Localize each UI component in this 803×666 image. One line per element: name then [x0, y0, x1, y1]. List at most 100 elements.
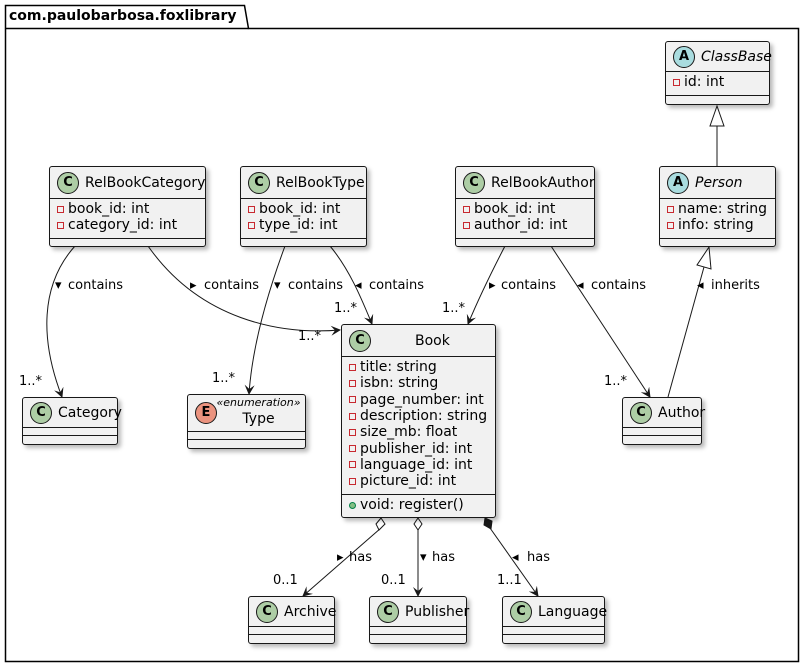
private-icon [463, 205, 470, 213]
private-icon [349, 412, 356, 420]
class-author[interactable]: C Author [622, 397, 706, 445]
class-language[interactable]: C Language [502, 596, 608, 644]
private-icon [248, 221, 255, 229]
field-row: size_mb: float [349, 424, 495, 440]
public-icon [349, 501, 356, 509]
field-row: info: string [667, 217, 775, 233]
edge-label-direction: ▸ [489, 278, 496, 293]
edge-book-language [489, 527, 539, 597]
edge-label: contains [501, 278, 557, 293]
edge-relbookcategory-category [46, 245, 76, 398]
aggregation-diamond-archive [375, 517, 386, 531]
class-name: ClassBase [701, 48, 772, 65]
class-icon: C [248, 171, 270, 194]
private-icon [57, 221, 64, 229]
package-name: com.paulobarbosa.foxlibrary [9, 8, 237, 24]
field-row: name: string [667, 201, 775, 217]
multiplicity-label: 0..1 [273, 573, 298, 588]
edge-relbookauthor-author [550, 245, 651, 398]
private-icon [667, 205, 674, 213]
class-classbase[interactable]: A ClassBase id: int [665, 41, 772, 105]
edge-label-direction: ◂ [577, 278, 584, 293]
package-frame [4, 4, 800, 663]
field-row: book_id: int [463, 201, 594, 217]
field-row: book_id: int [248, 201, 366, 217]
class-archive[interactable]: C Archive [248, 596, 337, 644]
edge-label-direction: ◂ [697, 278, 704, 293]
edge-label-direction: ▸ [337, 550, 344, 565]
class-name: RelBookAuthor [491, 174, 595, 191]
field-row: category_id: int [57, 217, 205, 233]
class-category[interactable]: C Category [22, 397, 122, 445]
field-row: isbn: string [349, 375, 495, 391]
composition-diamond-language [483, 517, 493, 530]
class-name: RelBookType [276, 174, 365, 191]
edge-label: contains [591, 278, 647, 293]
field-row: page_number: int [349, 392, 495, 408]
abstract-class-icon: A [667, 171, 689, 194]
private-icon [349, 445, 356, 453]
field-row: title: string [349, 359, 495, 375]
stereotype-label: «enumeration» [216, 396, 301, 409]
edge-relbooktype-type [244, 245, 286, 395]
enum-type[interactable]: E «enumeration» Type [187, 394, 306, 449]
class-name: Author [658, 404, 706, 421]
class-name: Language [538, 603, 608, 620]
generalization-triangle-person [696, 245, 712, 270]
private-icon [349, 428, 356, 436]
private-icon [673, 78, 680, 86]
private-icon [57, 205, 64, 213]
edge-label: contains [288, 278, 344, 293]
class-person[interactable]: A Person name: string info: string [659, 166, 776, 247]
generalization-triangle-classbase [709, 104, 725, 127]
class-book[interactable]: C Book title: string isbn: string page_n… [341, 324, 496, 518]
edge-relbookcategory-book [147, 245, 341, 336]
field-row: id: int [673, 74, 769, 90]
private-icon [667, 221, 674, 229]
edge-label: has [432, 550, 455, 565]
field-row: language_id: int [349, 457, 495, 473]
private-icon [349, 363, 356, 371]
class-publisher[interactable]: C Publisher [369, 596, 469, 644]
private-icon [463, 221, 470, 229]
class-icon: C [377, 600, 399, 623]
edge-relbookauthor-book [466, 245, 506, 325]
class-relbookauthor[interactable]: C RelBookAuthor book_id: int author_id: … [455, 166, 595, 247]
multiplicity-label: 1..* [298, 329, 322, 344]
field-row: author_id: int [463, 217, 594, 233]
edge-label-direction: ▾ [420, 550, 427, 565]
field-row: picture_id: int [349, 473, 495, 489]
edge-label: contains [68, 278, 124, 293]
private-icon [349, 379, 356, 387]
field-row: type_id: int [248, 217, 366, 233]
edge-label: has [349, 550, 372, 565]
edge-label-direction: ▾ [55, 278, 62, 293]
private-icon [349, 396, 356, 404]
edge-label: contains [204, 278, 260, 293]
class-icon: C [463, 171, 485, 194]
private-icon [349, 477, 356, 485]
aggregation-diamond-publisher [413, 517, 423, 531]
class-icon: C [510, 600, 532, 623]
private-icon [349, 461, 356, 469]
abstract-class-icon: A [673, 45, 695, 68]
edge-label: has [527, 550, 550, 565]
generalization-author-person [667, 266, 705, 398]
multiplicity-label: 1..1 [497, 573, 522, 588]
class-icon: C [57, 171, 79, 194]
class-name: Type [242, 411, 275, 427]
multiplicity-label: 0..1 [381, 573, 406, 588]
class-name: RelBookCategory [85, 174, 206, 191]
edge-label: inherits [711, 278, 760, 293]
class-name: Book [415, 332, 450, 349]
class-icon: C [30, 401, 52, 424]
multiplicity-label: 1..* [334, 301, 358, 316]
class-relbooktype[interactable]: C RelBookType book_id: int type_id: int [240, 166, 367, 247]
class-icon: C [256, 600, 278, 623]
edge-label-direction: ▸ [190, 278, 197, 293]
class-name: Archive [284, 603, 337, 620]
class-relbookcategory[interactable]: C RelBookCategory book_id: int category_… [49, 166, 206, 247]
multiplicity-label: 1..* [442, 301, 466, 316]
edge-book-archive [302, 527, 382, 597]
